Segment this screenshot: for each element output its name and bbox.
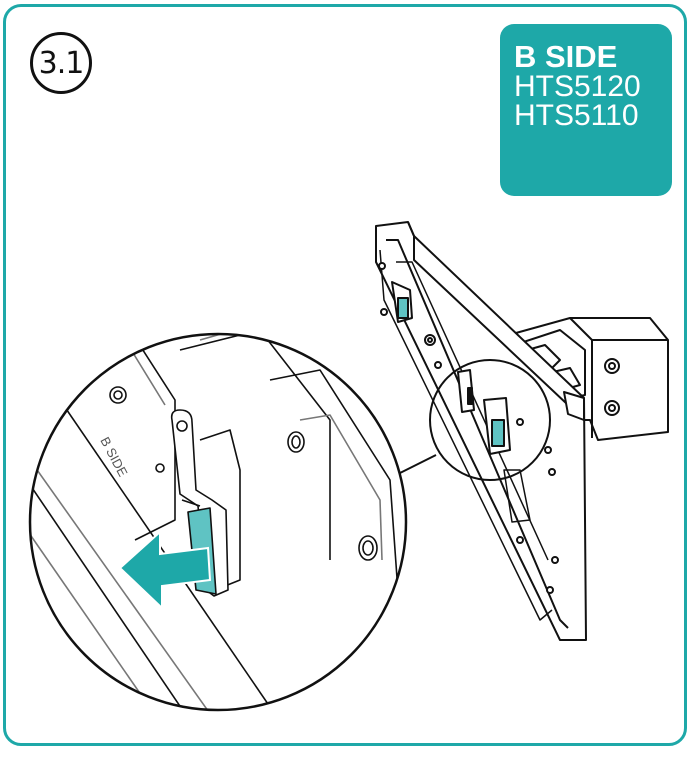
wall-mount-bracket bbox=[375, 221, 669, 641]
step-number-badge: 3.1 bbox=[30, 32, 92, 94]
detail-circle bbox=[429, 359, 551, 481]
side-title: B SIDE bbox=[514, 39, 618, 74]
model-number-2: HTS5110 bbox=[514, 99, 639, 132]
model-number-1: HTS5120 bbox=[514, 70, 641, 103]
detail-inset: B SIDE bbox=[28, 332, 408, 712]
arrow-left-icon bbox=[118, 529, 212, 611]
side-label-box: B SIDE HTS5120 HTS5110 bbox=[500, 24, 672, 196]
step-number: 3.1 bbox=[38, 45, 85, 81]
